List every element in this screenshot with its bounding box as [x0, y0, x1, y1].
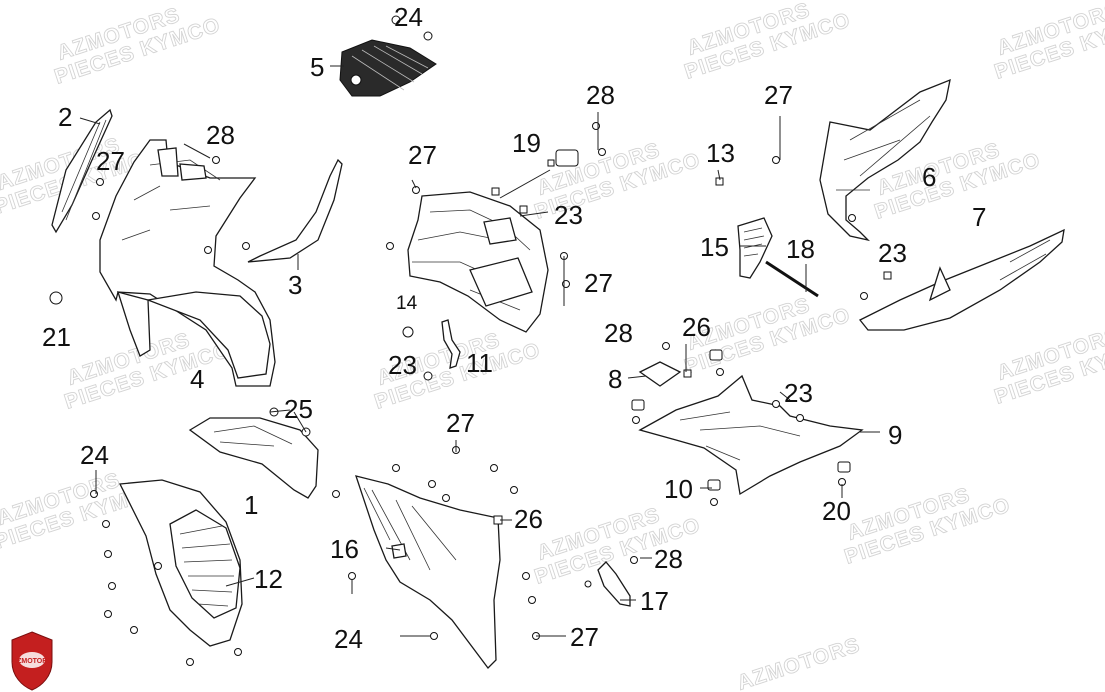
- callout-6: 6: [922, 162, 937, 192]
- part-12-front-panel: [118, 479, 243, 647]
- callout-4: 4: [190, 364, 205, 394]
- callout-14: 14: [396, 293, 418, 314]
- part-6-side-cover: [819, 78, 951, 242]
- part-9-floor-panel: [638, 374, 864, 496]
- part-17-gasket: [597, 561, 631, 607]
- callout-27: 27: [446, 408, 475, 438]
- callout-27: 27: [96, 146, 125, 176]
- callout-5: 5: [310, 52, 325, 82]
- callout-26: 26: [514, 504, 543, 534]
- callout-27: 27: [584, 268, 613, 298]
- part-2-trim-strip: [51, 108, 113, 234]
- part-3-trim-strip: [247, 158, 343, 263]
- callout-16: 16: [330, 534, 359, 564]
- callout-13: 13: [706, 138, 735, 168]
- svg-text:AZMOTORS: AZMOTORS: [734, 633, 863, 692]
- callout-12: 12: [254, 564, 283, 594]
- hardware-fasteners: [49, 15, 892, 666]
- callout-18: 18: [786, 234, 815, 264]
- callout-1: 1: [244, 490, 259, 520]
- callout-23: 23: [388, 350, 417, 380]
- callout-27: 27: [570, 622, 599, 652]
- callout-27: 27: [408, 140, 437, 170]
- callout-23: 23: [878, 238, 907, 268]
- callout-20: 20: [822, 496, 851, 526]
- callout-26: 26: [682, 312, 711, 342]
- callout-27: 27: [764, 80, 793, 110]
- callout-10: 10: [664, 474, 693, 504]
- callout-28: 28: [604, 318, 633, 348]
- part-18-rod: [765, 260, 819, 298]
- callout-24: 24: [394, 2, 423, 32]
- watermark: AZMOTORS: [734, 633, 864, 692]
- callout-28: 28: [206, 120, 235, 150]
- leader-lines: [79, 65, 880, 637]
- part-16-inner-fender: [355, 475, 501, 669]
- callout-28: 28: [654, 544, 683, 574]
- part-15-latch: [737, 217, 773, 279]
- callout-23: 23: [784, 378, 813, 408]
- part-7-lower-strip: [858, 228, 1065, 331]
- callout-28: 28: [586, 80, 615, 110]
- part-1-inner-duct: [188, 417, 319, 499]
- part-11-bracket: [441, 319, 461, 369]
- callout-2: 2: [58, 102, 73, 132]
- callout-17: 17: [640, 586, 669, 616]
- callout-24: 24: [334, 624, 363, 654]
- callout-7: 7: [972, 202, 987, 232]
- callout-8: 8: [608, 364, 623, 394]
- callout-19: 19: [512, 128, 541, 158]
- callout-24: 24: [80, 440, 109, 470]
- part-4-front-shield: [99, 139, 276, 387]
- callout-21: 21: [42, 322, 71, 352]
- part-5-top-grille: [339, 39, 437, 97]
- callout-11: 11: [466, 348, 493, 378]
- callout-25: 25: [284, 394, 313, 424]
- callout-15: 15: [700, 232, 729, 262]
- shield-logo-icon: AZMOTORS: [11, 631, 53, 691]
- callout-23: 23: [554, 200, 583, 230]
- part-14-inner-panel: [407, 191, 549, 333]
- part-8-cover-plate: [638, 361, 682, 387]
- callout-9: 9: [888, 420, 903, 450]
- logo-text: AZMOTORS: [12, 658, 52, 665]
- callout-3: 3: [288, 270, 303, 300]
